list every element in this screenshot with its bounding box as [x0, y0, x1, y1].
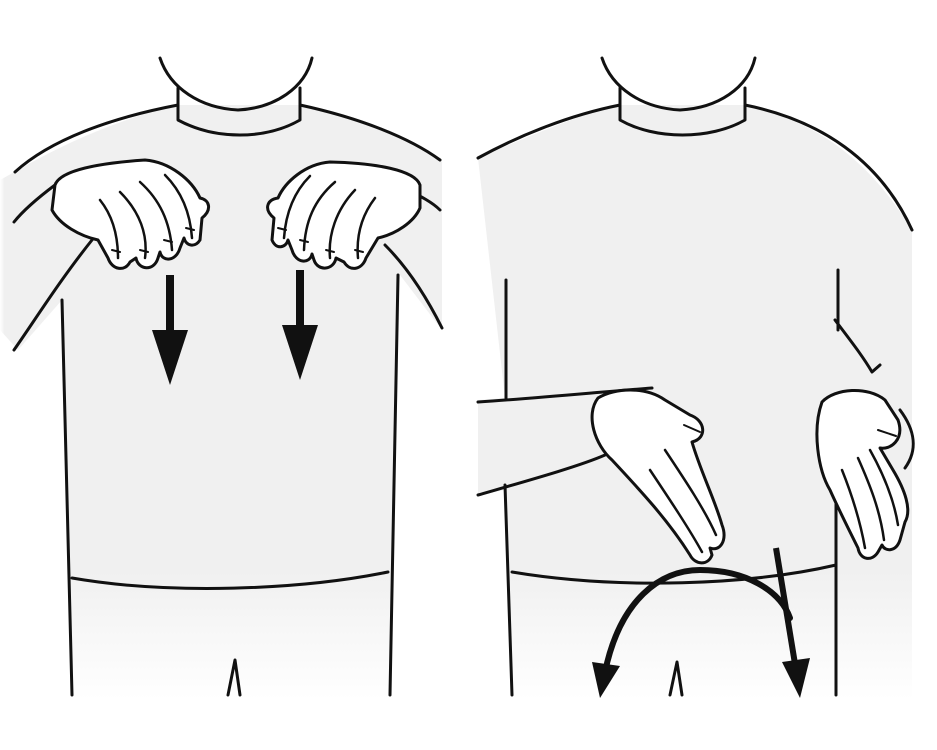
- left-panel: [0, 58, 442, 700]
- right-panel: [478, 58, 913, 700]
- right-neck: [602, 58, 755, 110]
- left-neck: [160, 58, 312, 110]
